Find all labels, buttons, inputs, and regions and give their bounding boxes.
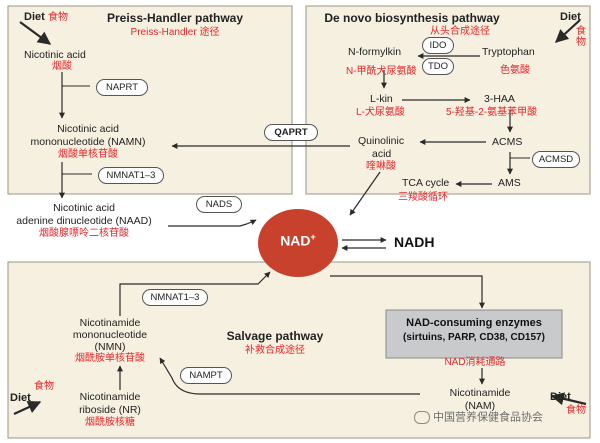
- denovo-title: De novo biosynthesis pathway: [324, 11, 500, 25]
- three-haa: 3-HAA: [484, 93, 515, 105]
- preiss-panel: [7, 5, 293, 195]
- enzymes-box: [385, 309, 563, 359]
- salvage-diet-left-cn: 食物: [34, 381, 54, 392]
- salvage-diet-right-cn: 食物: [566, 405, 586, 416]
- preiss-title-cn: Preiss-Handler 途径: [130, 27, 220, 38]
- denovo-diet-cn: 食物: [576, 26, 586, 48]
- tryptophan: Tryptophan: [482, 46, 535, 58]
- namn-cn: 烟酸单核苷酸: [58, 149, 118, 160]
- tca-cycle: TCA cycle: [402, 177, 450, 189]
- nmn-line3: (NMN): [94, 341, 126, 353]
- preiss-title: Preiss-Handler pathway: [106, 11, 244, 25]
- n-formylkin-cn: N-甲酰犬尿氨酸: [346, 66, 417, 77]
- nad-circle: [258, 209, 338, 277]
- nad-label: NAD+: [258, 232, 338, 249]
- naad-line1: Nicotinic acid: [53, 202, 115, 214]
- nampt-enzyme: NAMPT: [180, 367, 232, 384]
- nmnat-salvage-enzyme: NMNAT1–3: [142, 289, 208, 306]
- nr-line1: Nicotinamide: [79, 391, 141, 403]
- nad-text: NAD: [280, 232, 311, 249]
- nad-superscript: +: [310, 232, 316, 242]
- quinolinic-line2: acid: [372, 148, 392, 160]
- nads-enzyme: NADS: [196, 196, 242, 213]
- nr-cn: 烟酰胺核糖: [85, 417, 135, 428]
- three-haa-cn: 5-羟基-2-氨基苯甲酸: [446, 107, 538, 118]
- naad-cn: 烟酸腺嘌呤二核苷酸: [39, 228, 129, 239]
- ams: AMS: [498, 177, 521, 189]
- acmsd-enzyme: ACMSD: [532, 151, 580, 168]
- namn-line2: mononucleotide (NAMN): [30, 136, 146, 148]
- enzymes-line1: NAD-consuming enzymes: [406, 317, 542, 329]
- denovo-title-cn: 从头合成途径: [430, 26, 490, 37]
- nam-line1: Nicotinamide: [449, 387, 511, 399]
- nicotinic-acid: Nicotinic acid: [24, 49, 86, 61]
- l-kin-cn: L-犬尿氨酸: [356, 107, 405, 118]
- tca-cycle-cn: 三羧酸循环: [398, 192, 448, 203]
- l-kin: L-kin: [370, 93, 393, 105]
- denovo-diet: Diet: [560, 11, 581, 23]
- nicotinic-acid-cn: 烟酸: [52, 61, 72, 72]
- quinolinic-line1: Quinolinic: [358, 135, 405, 147]
- acms: ACMS: [492, 136, 523, 148]
- nam-line2: (NAM): [464, 400, 496, 412]
- enzymes-line2: (sirtuins, PARP, CD38, CD157): [403, 332, 545, 343]
- naprt-enzyme: NAPRT: [96, 79, 148, 96]
- watermark: 中国营养保健食品协会: [414, 411, 543, 424]
- wechat-icon: [414, 411, 430, 424]
- watermark-text: 中国营养保健食品协会: [433, 411, 543, 424]
- nmn-line1: Nicotinamide: [79, 317, 141, 329]
- nmn-cn: 烟酰胺单核苷酸: [75, 353, 145, 364]
- preiss-diet: Diet: [24, 11, 45, 23]
- nmn-line2: mononucleotide: [72, 329, 148, 341]
- nmnat-preiss-enzyme: NMNAT1–3: [98, 167, 164, 184]
- enzymes-cn: NAD消耗通路: [444, 357, 506, 368]
- tryptophan-cn: 色氨酸: [500, 65, 530, 76]
- preiss-diet-cn: 食物: [48, 12, 68, 23]
- nadh-label: NADH: [394, 234, 435, 250]
- naad-line2: adenine dinucleotide (NAAD): [16, 215, 152, 227]
- salvage-diet-left: Diet: [10, 392, 31, 404]
- salvage-diet-right: Diet: [550, 391, 571, 403]
- salvage-title: Salvage pathway: [226, 329, 324, 343]
- n-formylkin: N-formylkin: [348, 46, 402, 58]
- tdo-enzyme: TDO: [422, 58, 454, 75]
- ido-enzyme: IDO: [422, 37, 454, 54]
- nr-line2: riboside (NR): [79, 404, 141, 416]
- namn-line1: Nicotinic acid: [57, 123, 119, 135]
- quinolinic-cn: 喹啉酸: [366, 161, 396, 172]
- qaprt-enzyme: QAPRT: [264, 124, 318, 141]
- salvage-title-cn: 补救合成途径: [245, 345, 305, 356]
